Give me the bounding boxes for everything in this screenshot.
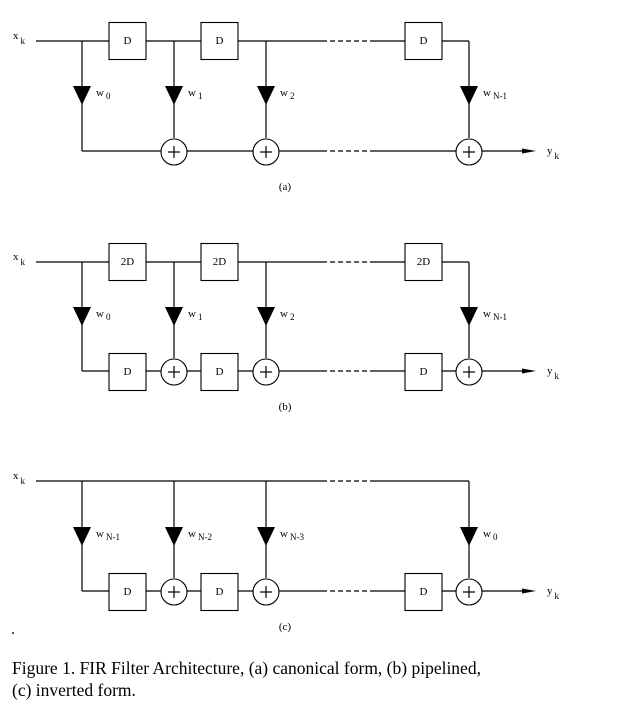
delay-box-label: D [124,366,132,378]
delay-box-label: D [420,366,428,378]
delay-box-top [108,21,147,61]
delay-box-top [404,242,443,282]
delay-box-bottom [404,352,443,392]
delay-box-top [200,21,239,61]
delay-box-label: 2D [121,256,135,268]
delay-box-bottom [404,572,443,612]
output-arrow-icon [522,368,536,374]
multiplier-triangle-icon [165,307,183,326]
delay-box-top [200,242,239,282]
subfigure-label-a: (a) [279,181,292,193]
subfigure-label-b: (b) [279,401,292,413]
multiplier-triangle-icon [257,307,275,326]
scan-artifact-dot [12,632,14,634]
figure-caption: Figure 1. FIR Filter Architecture, (a) c… [12,657,612,701]
caption-line-1: Figure 1. FIR Filter Architecture, (a) c… [12,658,481,678]
multiplier-triangle-icon [165,86,183,105]
delay-box-label: D [124,35,132,47]
delay-box-label: D [216,586,224,598]
multiplier-triangle-icon [460,307,478,326]
delay-box-label: 2D [417,256,431,268]
multiplier-triangle-icon [165,527,183,546]
multiplier-triangle-icon [460,527,478,546]
multiplier-triangle-icon [73,527,91,546]
delay-box-top [404,21,443,61]
delay-box-bottom [108,572,147,612]
delay-box-label: D [420,35,428,47]
delay-box-bottom [200,352,239,392]
output-arrow-icon [522,148,536,154]
delay-box-label: D [216,366,224,378]
delay-box-label: 2D [213,256,227,268]
delay-box-bottom [108,352,147,392]
delay-box-label: D [124,586,132,598]
multiplier-triangle-icon [73,86,91,105]
delay-box-top [108,242,147,282]
delay-box-label: D [216,35,224,47]
multiplier-triangle-icon [73,307,91,326]
delay-box-bottom [200,572,239,612]
multiplier-triangle-icon [257,527,275,546]
subfigure-label-c: (c) [279,621,292,633]
caption-line-2: (c) inverted form. [12,680,136,700]
output-arrow-icon [522,588,536,594]
delay-box-label: D [420,586,428,598]
multiplier-triangle-icon [257,86,275,105]
multiplier-triangle-icon [460,86,478,105]
